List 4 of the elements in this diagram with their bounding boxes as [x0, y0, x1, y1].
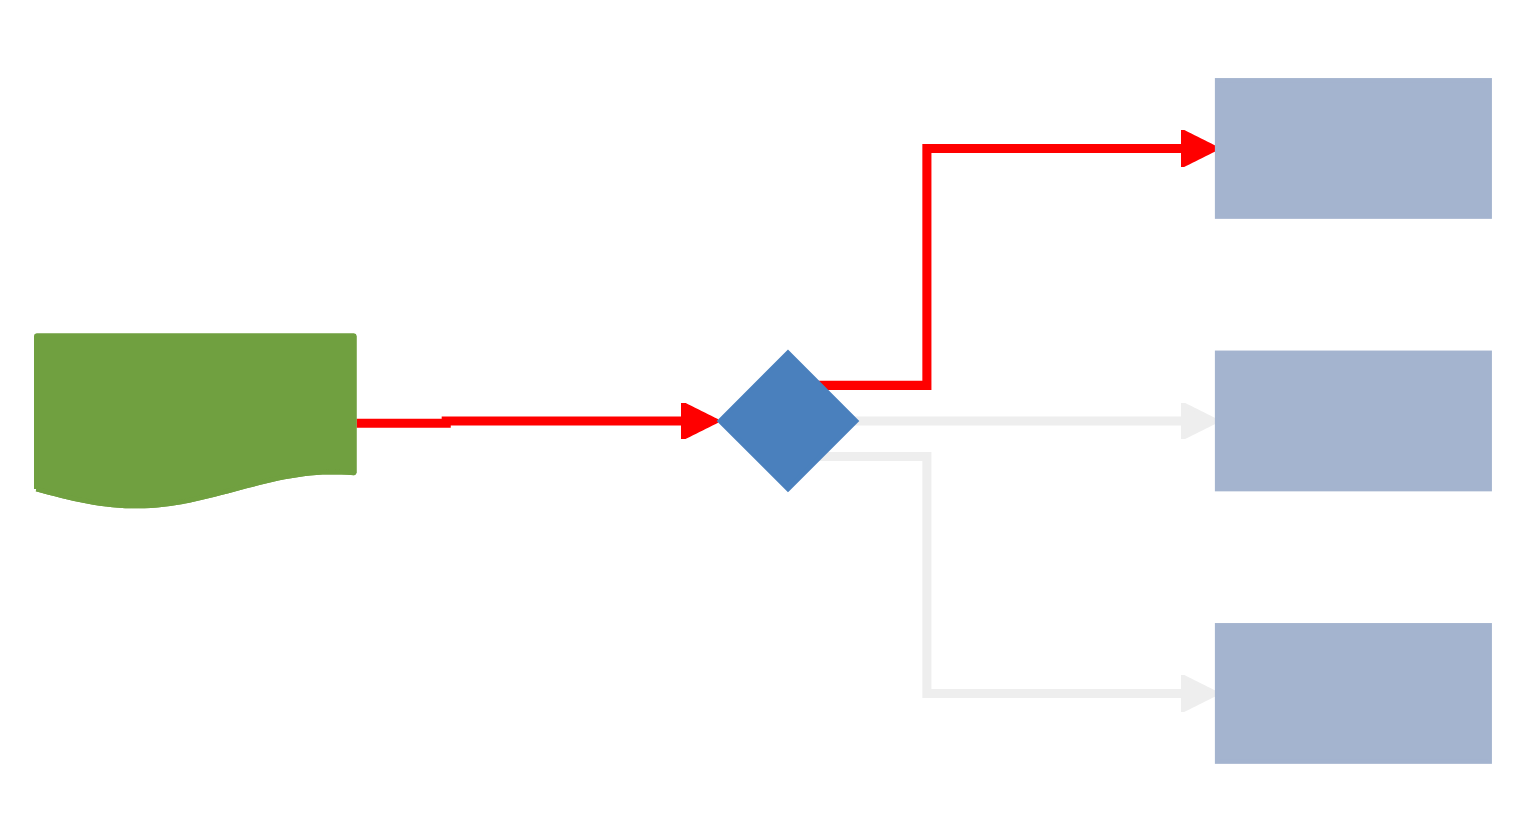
arrow: [818, 127, 1219, 389]
arrow: [853, 400, 1219, 440]
arrow: [818, 451, 1219, 713]
arrow: [356, 400, 720, 440]
